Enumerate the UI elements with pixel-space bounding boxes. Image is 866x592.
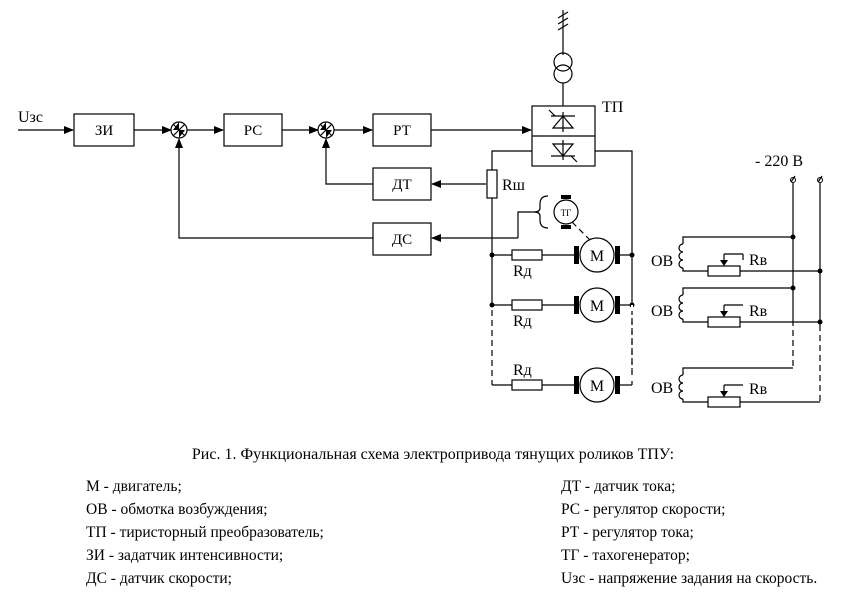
functional-diagram: Uзс ЗИ РС РТ	[18, 10, 823, 408]
motor-1-label: М	[590, 248, 604, 265]
rv-1-label: Rв	[749, 252, 768, 269]
rt-label: РТ	[393, 123, 411, 139]
supply-terminals	[790, 175, 823, 183]
field-winding-3	[678, 367, 820, 408]
motor-3-label: М	[590, 378, 604, 395]
tachogenerator: ТГ	[517, 195, 591, 241]
legend-item: РТ - регулятор тока;	[561, 524, 694, 541]
legend-item: ОВ - обмотка возбуждения;	[86, 501, 268, 518]
input-label: Uзс	[18, 109, 43, 126]
dt-label: ДТ	[392, 177, 411, 193]
motor-2-label: М	[590, 298, 604, 315]
ov-2-label: ОВ	[651, 303, 673, 320]
ds-feedback-line	[175, 138, 373, 239]
thyristor-converter	[531, 105, 596, 167]
ds-label: ДС	[392, 232, 412, 248]
dc-bus-left	[491, 150, 532, 170]
field-winding-2	[678, 285, 823, 328]
summing-junction-2	[317, 121, 335, 139]
shunt-resistor	[486, 169, 498, 305]
rd-3-label: Rд	[513, 362, 532, 379]
legend-item: ДТ - датчик тока;	[561, 478, 676, 495]
zi-block: ЗИ	[73, 113, 135, 147]
ds-block: ДС	[372, 222, 432, 256]
supply-label: - 220 В	[755, 153, 803, 170]
rd-1-label: Rд	[513, 263, 532, 280]
legend-item: ТГ - тахогенератор;	[561, 547, 690, 564]
figure-caption: Рис. 1. Функциональная схема электроприв…	[191, 446, 675, 463]
legend-item: РС - регулятор скорости;	[561, 501, 726, 518]
rs-block: РС	[223, 113, 283, 147]
summing-junction-1	[170, 121, 188, 139]
dt-block: ДТ	[372, 167, 432, 201]
ov-3-label: ОВ	[651, 380, 673, 397]
rs-label: РС	[244, 123, 263, 139]
legend-item: ЗИ - задатчик интенсивности;	[86, 547, 284, 564]
zi-label: ЗИ	[95, 123, 114, 139]
rv-2-label: Rв	[749, 303, 768, 320]
ov-1-label: ОВ	[651, 253, 673, 270]
legend-item: ТП - тиристорный преобразователь;	[86, 524, 324, 541]
rv-3-label: Rв	[749, 381, 768, 398]
tachogen-label: ТГ	[561, 208, 572, 218]
transformer	[553, 10, 573, 106]
motor-branch-2: М	[489, 287, 635, 323]
shunt-label: Rш	[502, 177, 526, 194]
legend-item: ДС - датчик скорости;	[86, 570, 232, 587]
rd-2-label: Rд	[513, 313, 532, 330]
legend-item: Uзс - напряжение задания на скорость.	[561, 570, 818, 587]
legend-item: М - двигатель;	[86, 478, 182, 495]
field-winding-1	[678, 234, 823, 277]
dt-feedback-line	[322, 138, 373, 185]
motor-branch-1: М	[489, 237, 635, 273]
tp-label: ТП	[602, 99, 624, 116]
rt-block: РТ	[372, 113, 432, 147]
motor-branch-3: М	[492, 367, 632, 403]
